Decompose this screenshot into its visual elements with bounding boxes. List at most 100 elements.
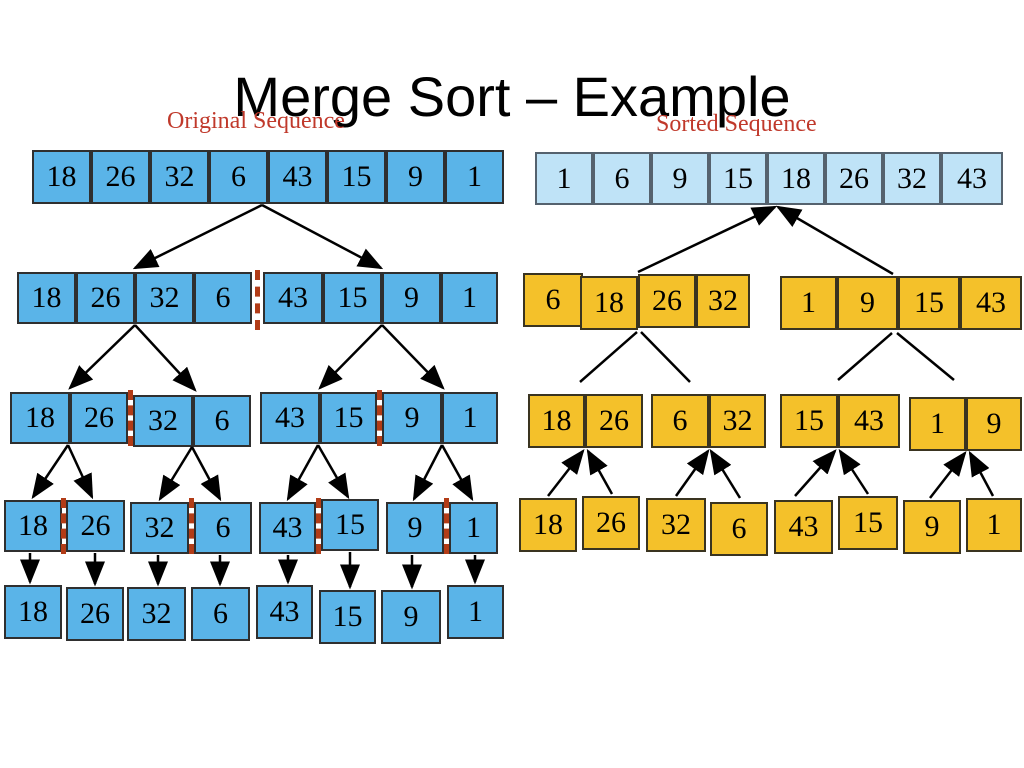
merge-l1-cell: 9 <box>837 276 898 330</box>
divide-l2-cell: 15 <box>320 392 377 444</box>
merge-l1-cell: 32 <box>696 274 750 328</box>
divide-l2-cell: 9 <box>382 392 442 444</box>
original-cell: 18 <box>32 150 91 204</box>
arrow <box>637 205 778 274</box>
merge-l2-cell: 1 <box>909 397 966 451</box>
sorted-cell: 18 <box>767 152 825 205</box>
arrow <box>837 332 893 381</box>
arrow <box>586 448 614 495</box>
arrow <box>158 446 194 502</box>
divide-l2-cell: 1 <box>442 392 498 444</box>
arrow <box>68 324 136 390</box>
divide-l2-cell: 6 <box>193 395 251 447</box>
arrow <box>579 331 638 383</box>
arrow <box>709 448 742 499</box>
merge-l1-cell: 1 <box>780 276 837 330</box>
divide-l2-cell: 26 <box>70 392 128 444</box>
divide-l2-cell: 18 <box>10 392 70 444</box>
arrow <box>794 449 837 497</box>
arrow <box>318 324 383 390</box>
sorted-cell: 32 <box>883 152 941 205</box>
arrow <box>440 444 474 502</box>
single-cell: 26 <box>66 587 124 641</box>
merge-l3-cell: 6 <box>710 502 768 556</box>
merge-l3-cell: 32 <box>646 498 706 552</box>
original-cell: 26 <box>91 150 150 204</box>
merge-l1-cell: 26 <box>638 274 696 328</box>
divide-l3-cell: 6 <box>194 502 252 554</box>
merge-l3-cell: 1 <box>966 498 1022 552</box>
sorted-cell: 15 <box>709 152 767 205</box>
sorted-cell: 9 <box>651 152 709 205</box>
divide-l3-cell: 9 <box>386 502 444 554</box>
single-cell: 9 <box>381 590 441 644</box>
divide-l3-cell: 26 <box>66 500 125 552</box>
single-cell: 32 <box>127 587 186 641</box>
split-divider <box>189 498 194 554</box>
merge-l1-cell: 43 <box>960 276 1022 330</box>
sorted-sequence-caption: Sorted Sequence <box>656 111 817 137</box>
divide-l2-cell: 32 <box>133 395 193 447</box>
merge-l2-cell: 26 <box>585 394 643 448</box>
merge-l3-cell: 9 <box>903 500 961 554</box>
divide-l1-cell: 6 <box>194 272 252 324</box>
merge-l2-cell: 15 <box>780 394 838 448</box>
original-cell: 32 <box>150 150 209 204</box>
divide-l1-cell: 1 <box>441 272 498 324</box>
arrow <box>286 444 320 502</box>
single-cell: 18 <box>4 585 62 639</box>
divide-l3-cell: 32 <box>130 502 189 554</box>
arrow <box>640 331 691 383</box>
sorted-cell: 6 <box>593 152 651 205</box>
slide-title: Merge Sort – Example <box>233 65 791 128</box>
single-cell: 6 <box>191 587 250 641</box>
sorted-cell: 26 <box>825 152 883 205</box>
divide-l1-cell: 9 <box>382 272 441 324</box>
original-sequence-caption: Original Sequence <box>167 108 345 134</box>
divide-l3-cell: 43 <box>259 502 316 554</box>
sorted-cell: 43 <box>941 152 1003 205</box>
divide-l1-cell: 18 <box>17 272 76 324</box>
divide-l1-cell: 32 <box>135 272 194 324</box>
arrow <box>66 444 94 500</box>
original-cell: 1 <box>445 150 504 204</box>
arrow <box>896 332 955 381</box>
arrow <box>775 205 894 276</box>
split-divider <box>316 498 321 554</box>
original-cell: 9 <box>386 150 445 204</box>
merge-l1-cell: 15 <box>898 276 960 330</box>
original-cell: 15 <box>327 150 386 204</box>
split-divider <box>255 270 260 330</box>
split-divider <box>444 498 449 554</box>
merge-l1-cell: 18 <box>580 276 638 330</box>
merge-l2-cell: 18 <box>528 394 585 448</box>
arrow <box>31 444 70 500</box>
arrow <box>674 448 710 497</box>
arrow <box>132 203 263 270</box>
merge-l3-cell: 15 <box>838 496 898 550</box>
split-divider <box>61 498 66 554</box>
single-cell: 43 <box>256 585 313 639</box>
split-divider <box>128 390 133 446</box>
divide-l3-cell: 18 <box>4 500 62 552</box>
original-cell: 43 <box>268 150 327 204</box>
merge-l2-cell: 6 <box>651 394 709 448</box>
arrow <box>381 324 445 390</box>
arrow <box>838 448 870 495</box>
merge-l3-cell: 43 <box>774 500 833 554</box>
single-cell: 15 <box>319 590 376 644</box>
arrow <box>134 324 197 392</box>
merge-l3-cell: 26 <box>582 496 640 550</box>
divide-l1-cell: 26 <box>76 272 135 324</box>
arrow <box>412 444 444 502</box>
merge-l2-cell: 43 <box>838 394 900 448</box>
divide-l1-cell: 15 <box>323 272 382 324</box>
merge-l3-cell: 18 <box>519 498 577 552</box>
merge-l2-cell: 32 <box>709 394 766 448</box>
arrow <box>968 450 995 497</box>
divide-l3-cell: 1 <box>449 502 498 554</box>
original-cell: 6 <box>209 150 268 204</box>
arrow <box>929 451 967 499</box>
merge-l2-cell: 9 <box>966 397 1022 451</box>
